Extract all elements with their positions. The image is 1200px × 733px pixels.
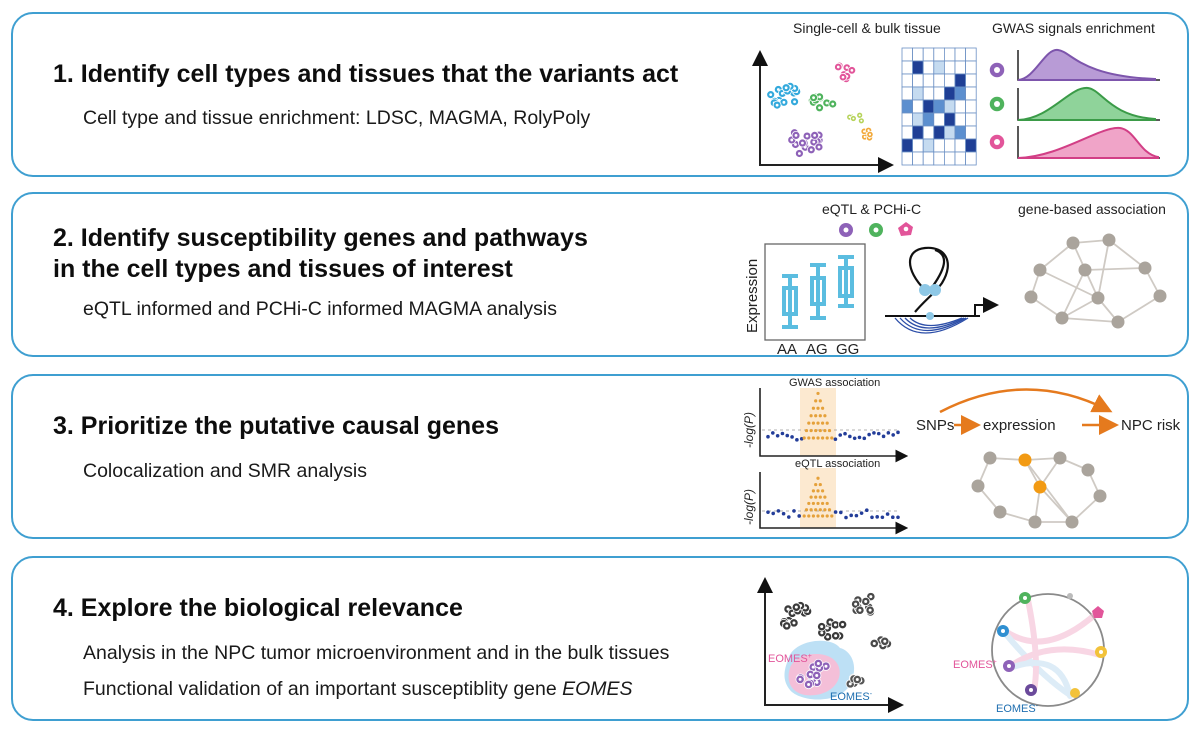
step-4-subtitle-2: Functional validation of an important su… <box>83 677 633 701</box>
label-gwas-association: GWAS association <box>789 377 880 389</box>
step-3-subtitle: Colocalization and SMR analysis <box>83 460 367 482</box>
chromatin-loop <box>885 246 999 334</box>
step-2-heading: 2. Identify susceptibility genes and pat… <box>53 224 588 283</box>
step-1-heading: 1. Identify cell types and tissues that … <box>53 60 679 88</box>
step-1-subtitle: Cell type and tissue enrichment: LDSC, M… <box>83 107 591 129</box>
step-4-subtitle-1: Analysis in the NPC tumor microenvironme… <box>83 642 670 664</box>
smr-path-diagram: SNPs expression NPC risk <box>916 388 1181 435</box>
step-1-panel <box>11 12 1189 177</box>
gene-network-2 <box>971 451 1107 529</box>
step-3-heading: 3. Prioritize the putative causal genes <box>53 412 499 440</box>
heatmap-grid <box>901 47 977 166</box>
gwas-enrichment-curves <box>988 49 1160 159</box>
label-eomes-negative: EOMES- <box>830 691 873 703</box>
gwas-association-plot: GWAS association -log(P) <box>742 377 909 463</box>
label-eqtl-pchic: eQTL & PCHi-C <box>822 201 921 217</box>
label-expression: expression <box>983 417 1056 434</box>
step-4-subtitle-2-text: Functional validation of an important su… <box>83 678 557 700</box>
tme-scatter-plot: EOMES+ EOMES- <box>757 577 904 713</box>
boxplot-expression: Expression AA AG GG <box>744 243 866 358</box>
scatter-plot-cells <box>752 50 894 173</box>
step-2-panel <box>11 192 1189 357</box>
label-gene-based: gene-based association <box>1018 201 1166 217</box>
cell-type-icons <box>839 222 913 237</box>
label-expression-axis: Expression <box>744 259 761 333</box>
step-4-heading: 4. Explore the biological relevance <box>53 594 463 622</box>
label-genotype-ag: AG <box>806 341 828 358</box>
label-eomes-negative-2: EOMES- <box>996 703 1039 715</box>
label-logp-1: -log(P) <box>742 412 756 448</box>
gene-network-1 <box>1024 233 1167 329</box>
eqtl-association-plot: eQTL association -log(P) <box>742 458 909 535</box>
label-single-cell-bulk: Single-cell & bulk tissue <box>793 20 941 36</box>
cell-interaction-circle: EOMES+ EOMES- <box>953 592 1107 715</box>
label-genotype-aa: AA <box>777 341 797 358</box>
label-logp-2: -log(P) <box>742 489 756 525</box>
gene-name-eomes: EOMES <box>562 678 633 700</box>
label-gwas-enrichment: GWAS signals enrichment <box>992 20 1155 36</box>
step-2-subtitle: eQTL informed and PCHi-C informed MAGMA … <box>83 298 557 320</box>
label-eomes-positive-2: EOMES+ <box>953 659 997 671</box>
label-eomes-positive: EOMES+ <box>768 653 812 665</box>
label-genotype-gg: GG <box>836 341 859 358</box>
label-npc-risk: NPC risk <box>1121 417 1181 434</box>
label-snps: SNPs <box>916 417 954 434</box>
label-eqtl-association: eQTL association <box>795 458 880 470</box>
